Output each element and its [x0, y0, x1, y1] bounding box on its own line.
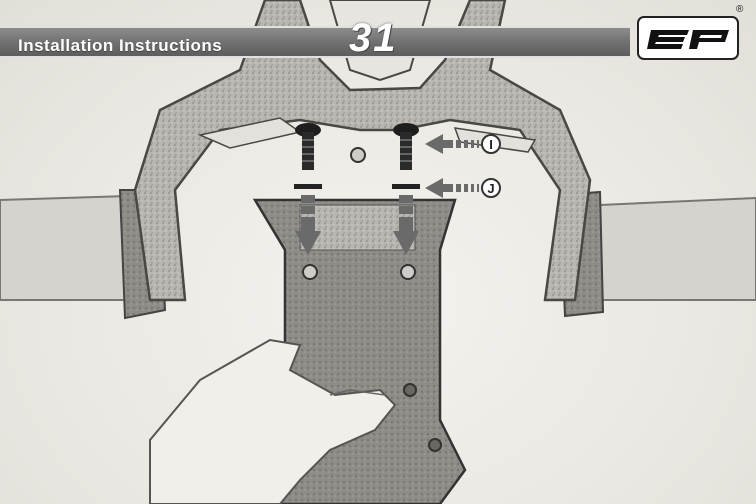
screw-icon	[295, 123, 321, 170]
screw-icon	[393, 123, 419, 170]
callout-label-i: I	[481, 134, 501, 154]
washer-icon	[392, 184, 420, 189]
washer-icon	[294, 184, 322, 189]
arrow-left-icon	[423, 175, 483, 201]
page-number: 31	[349, 16, 398, 61]
brand-logo	[637, 16, 739, 60]
header-bar: Installation Instructions	[0, 26, 630, 58]
page-title: Installation Instructions	[18, 36, 222, 56]
callout-label-j: J	[481, 178, 501, 198]
ep-logo-icon	[645, 24, 733, 54]
registered-mark: ®	[736, 4, 743, 15]
callout-j: J	[423, 175, 505, 201]
callout-i: I	[423, 131, 505, 157]
arrow-left-icon	[423, 131, 483, 157]
